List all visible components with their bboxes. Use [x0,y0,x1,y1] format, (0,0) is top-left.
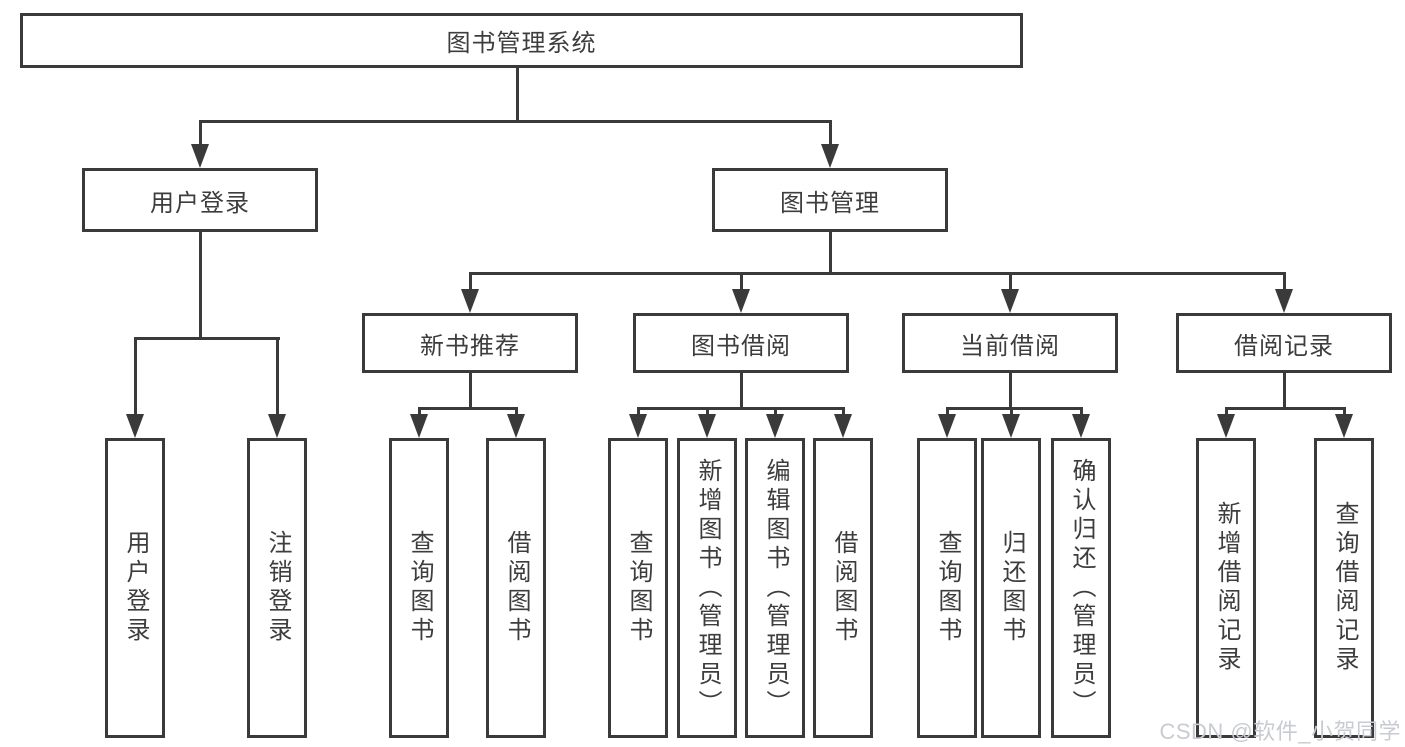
arrowhead-down-icon [461,289,479,313]
connector-user-login-down [199,232,202,337]
node-label: 图书借阅 [691,332,791,360]
arrowhead-down-icon [938,414,956,438]
node-label: 用户登录 [122,530,149,646]
leaf-query-books-current: 查询图书 [917,438,977,738]
node-book-management: 图书管理 [712,168,948,232]
connector-current-hbar [946,407,1083,410]
node-user-login: 用户登录 [82,168,318,232]
connector-root-stem [516,68,519,120]
connector-user-login-stem [199,120,202,148]
node-label: 新增借阅记录 [1213,501,1240,675]
node-library-management-system: 图书管理系统 [20,13,1023,68]
node-label: 借阅记录 [1234,332,1334,360]
arrowhead-down-icon [268,414,286,438]
arrowhead-down-icon [410,414,428,438]
leaf-add-books-admin: 新增图书（管理员） [677,438,737,738]
node-borrowing-records: 借阅记录 [1176,313,1392,373]
arrowhead-down-icon [698,414,716,438]
connector-leaf-stem [418,407,421,417]
connector-new-book-hbar [418,407,517,410]
arrowhead-down-icon [732,289,750,313]
arrowhead-down-icon [766,414,784,438]
connector-leaf-stem [515,407,518,417]
arrowhead-down-icon [126,414,144,438]
leaf-return-books: 归还图书 [981,438,1041,738]
arrowhead-down-icon [821,144,839,168]
connector-branch-stem [469,272,472,291]
leaf-edit-books-admin: 编辑图书（管理员） [745,438,805,738]
node-label: 查询借阅记录 [1331,501,1358,675]
connector-leaf-stem [1080,407,1083,417]
node-new-book-recommend: 新书推荐 [362,313,578,373]
connector-leaf-stem [842,407,845,417]
connector-leaf-stem [276,337,279,416]
leaf-borrow-books-recommend: 借阅图书 [486,438,546,738]
node-label: 用户登录 [150,189,250,217]
connector-branch-stem [1009,272,1012,291]
connector-leaf-stem [1343,407,1346,417]
connector-branch-stem [740,272,743,291]
connector-leaf-stem [706,407,709,417]
node-label: 新书推荐 [420,332,520,360]
leaf-query-books-recommend: 查询图书 [389,438,449,738]
connector-records-down [1283,373,1286,407]
leaf-logout: 注销登录 [247,438,307,738]
node-label: 借阅图书 [830,530,857,646]
node-label: 查询图书 [625,530,652,646]
leaf-confirm-return-admin: 确认归还（管理员） [1051,438,1111,738]
node-label: 图书管理 [780,189,880,217]
leaf-borrow-books: 借阅图书 [813,438,873,738]
connector-user-login-hbar [134,337,280,340]
connector-leaf-stem [774,407,777,417]
node-label: 查询图书 [406,530,433,646]
node-label: 注销登录 [264,530,291,646]
connector-leaf-stem [1225,407,1228,417]
arrowhead-down-icon [191,144,209,168]
leaf-add-borrow-record: 新增借阅记录 [1196,438,1256,738]
connector-borrow-hbar [637,407,844,410]
connector-leaf-stem [134,337,137,416]
connector-book-mgmt-down [829,232,832,272]
connector-leaf-stem [1010,407,1013,417]
connector-borrow-down [740,373,743,407]
node-book-borrowing: 图书借阅 [633,313,849,373]
connector-leaf-stem [637,407,640,417]
node-label: 编辑图书（管理员） [762,457,789,719]
arrowhead-down-icon [1335,414,1353,438]
connector-root-hbar [199,120,832,123]
node-label: 确认归还（管理员） [1068,457,1095,719]
connector-book-mgmt-stem [829,120,832,148]
arrowhead-down-icon [1002,414,1020,438]
arrowhead-down-icon [1072,414,1090,438]
arrowhead-down-icon [1001,289,1019,313]
leaf-query-borrow-record: 查询借阅记录 [1314,438,1374,738]
leaf-query-books-borrowing: 查询图书 [608,438,668,738]
leaf-user-login: 用户登录 [105,438,165,738]
connector-branch-stem [1283,272,1286,291]
node-label: 查询图书 [934,530,961,646]
node-label: 新增图书（管理员） [694,457,721,719]
arrowhead-down-icon [1217,414,1235,438]
node-label: 归还图书 [998,530,1025,646]
node-label: 图书管理系统 [446,30,597,57]
connector-current-down [1009,373,1012,407]
node-current-borrowing: 当前借阅 [902,313,1118,373]
arrowhead-down-icon [507,414,525,438]
arrowhead-down-icon [834,414,852,438]
node-label: 借阅图书 [503,530,530,646]
connector-book-mgmt-hbar [469,272,1285,275]
connector-records-hbar [1225,407,1345,410]
connector-leaf-stem [946,407,949,417]
node-label: 当前借阅 [960,332,1060,360]
arrowhead-down-icon [1275,289,1293,313]
csdn-watermark: CSDN @软件_小贺同学 [1159,719,1401,744]
connector-new-book-down [469,373,472,407]
arrowhead-down-icon [629,414,647,438]
